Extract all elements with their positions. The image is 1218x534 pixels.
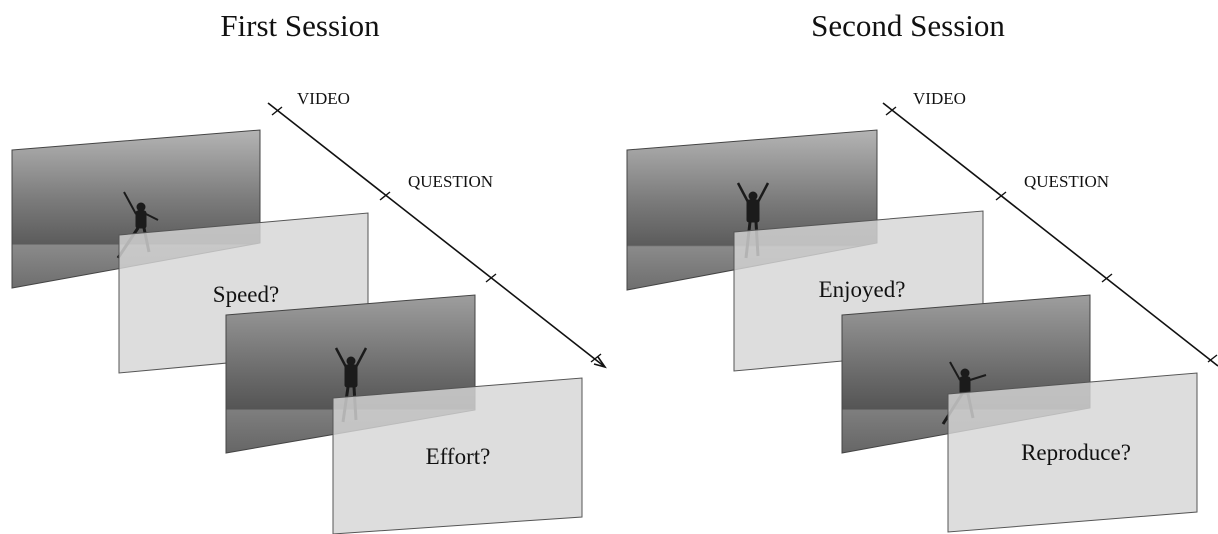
session-title: Second Session [811, 8, 1005, 43]
axis-tick [485, 273, 497, 283]
question-text: Enjoyed? [819, 277, 906, 302]
session-second: Second Session VIDEO QUESTION [626, 8, 1218, 533]
axis-line [267, 102, 606, 368]
question-text: Reproduce? [1021, 440, 1131, 465]
axis-tick [590, 353, 602, 363]
axis-label-question: QUESTION [408, 172, 493, 191]
axis-line [882, 102, 1218, 367]
question-panel: Effort? [332, 377, 583, 534]
session-first: First Session VIDEO QUESTION [11, 8, 607, 534]
axis-tick [271, 106, 283, 116]
question-text: Speed? [213, 282, 279, 307]
axis-tick [885, 106, 897, 116]
axis-label-question: QUESTION [1024, 172, 1109, 191]
axis-tick [995, 191, 1007, 201]
axis-label-video: VIDEO [297, 89, 350, 108]
axis-tick [1207, 354, 1218, 363]
session-title: First Session [220, 8, 380, 43]
axis-tick [379, 191, 391, 201]
question-text: Effort? [426, 444, 491, 469]
axis-arrowhead [593, 356, 607, 369]
question-panel: Reproduce? [947, 372, 1198, 533]
timeline-axis: VIDEO QUESTION [882, 89, 1218, 367]
axis-tick [1101, 273, 1113, 283]
timeline-axis: VIDEO QUESTION [267, 89, 607, 369]
axis-label-video: VIDEO [913, 89, 966, 108]
